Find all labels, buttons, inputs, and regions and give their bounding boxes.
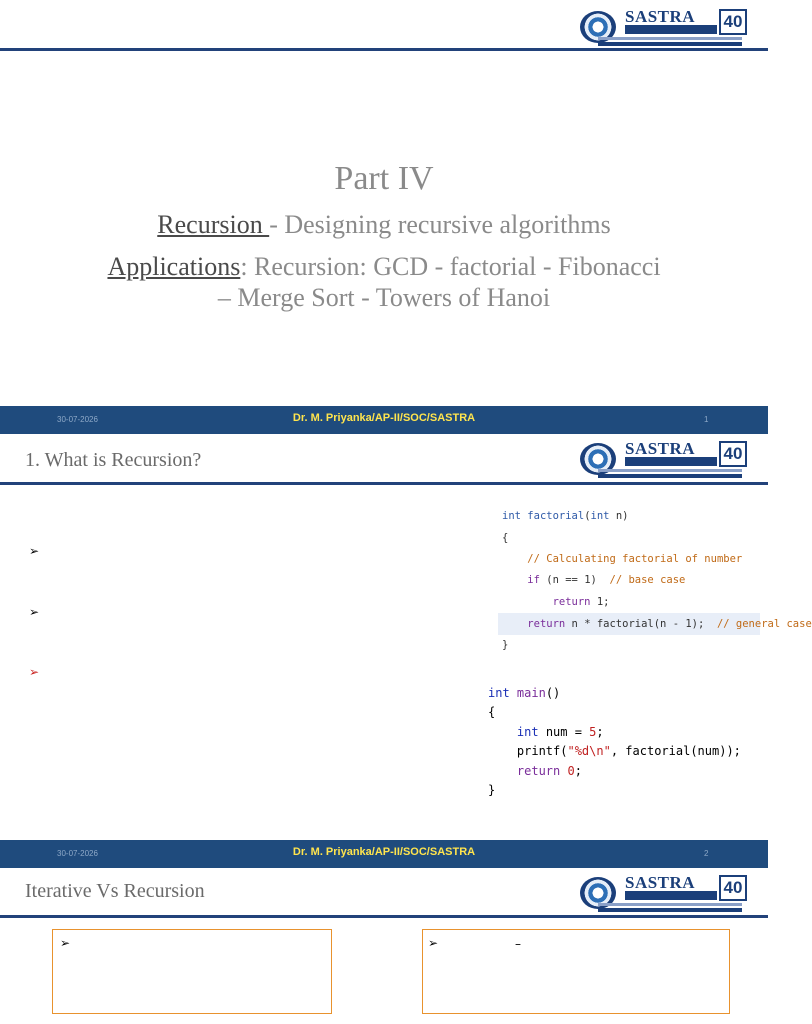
bullet-2: ➢ (29, 605, 40, 619)
slide-subtitle-3: – Merge Sort - Towers of Hanoi (217, 283, 551, 312)
code-line: return n * factorial(n - 1); // general … (527, 618, 812, 630)
header-rule (0, 915, 768, 918)
code-line: } (488, 783, 496, 797)
code-line: return 0; (516, 764, 582, 778)
sastra-logo: SASTRA 40 (580, 873, 748, 913)
slide-subtitle-2: Applications: Recursion: GCD - factorial… (107, 252, 661, 281)
slide-title: Part IV (334, 160, 434, 197)
bullet-3: ➢ (29, 665, 40, 679)
code-line: { (488, 705, 496, 719)
footer-author: Dr. M. Priyanka/AP-II/SOC/SASTRA (292, 846, 476, 858)
slide-subtitle-1: Recursion - Designing recursive algorith… (157, 210, 611, 239)
footer-author: Dr. M. Priyanka/AP-II/SOC/SASTRA (292, 412, 476, 424)
footer-2: 30-07-2026 Dr. M. Priyanka/AP-II/SOC/SAS… (0, 840, 768, 868)
section-title: 1. What is Recursion? (25, 449, 202, 471)
footer-date: 30-07-2026 (57, 415, 98, 424)
iterative-box: ➢ (52, 929, 332, 1014)
code-line: return 1; (552, 596, 610, 608)
anniversary-badge: 40 (719, 9, 747, 35)
recursion-box: ➢ – (422, 929, 730, 1014)
slide-number: 1 (704, 415, 709, 424)
bullet: ➢ (60, 936, 71, 950)
sastra-logo: SASTRA 40 (580, 439, 748, 479)
code-block-factorial: int factorial(int n) { // Calculating fa… (498, 507, 812, 667)
code-line: } (502, 639, 509, 651)
slide-1: SASTRA 40 Part IV Recursion - Designing … (0, 0, 768, 407)
bullet-1: ➢ (29, 544, 40, 558)
header-rule (0, 482, 768, 485)
code-line: int main() (488, 686, 561, 700)
slide-3: Iterative Vs Recursion SASTRA 40 ➢ ➢ – (0, 868, 768, 1024)
dash: – (515, 937, 521, 951)
footer-date: 30-07-2026 (57, 849, 98, 858)
code-line: int factorial(int n) (502, 510, 629, 522)
code-line: if (n == 1) // base case (527, 574, 686, 586)
code-line: { (502, 532, 509, 544)
header-rule (0, 48, 768, 51)
bullet: ➢ (428, 936, 439, 950)
sastra-logo: SASTRA 40 (580, 7, 748, 47)
slide-2: 1. What is Recursion? SASTRA 40 ➢ ➢ ➢ in… (0, 434, 812, 840)
footer-1: 30-07-2026 Dr. M. Priyanka/AP-II/SOC/SAS… (0, 406, 768, 434)
slide-number: 2 (704, 849, 709, 858)
code-line: // Calculating factorial of number (527, 553, 743, 565)
code-line: int num = 5; (516, 725, 604, 739)
logo-name: SASTRA (625, 7, 696, 26)
code-line: printf("%d\n", factorial(num)); (488, 744, 741, 758)
section-title: Iterative Vs Recursion (25, 880, 205, 902)
code-block-main: int main() { int num = 5; printf("%d\n",… (488, 684, 763, 804)
